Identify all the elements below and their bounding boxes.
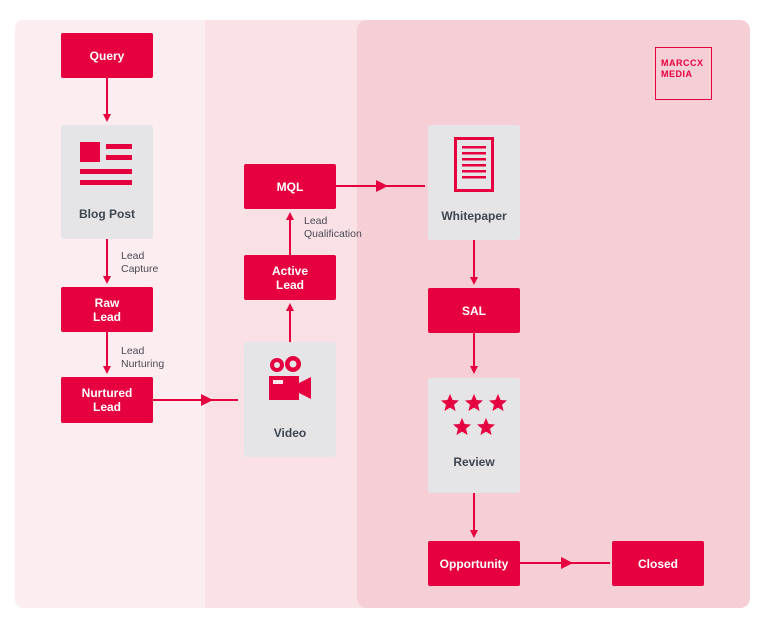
logo-line-2: MEDIA [661,69,693,79]
node-sal: SAL [428,288,520,333]
edge-label-lead-nurturing-line2: Nurturing [121,358,165,370]
node-video: Video [244,342,336,457]
node-active-lead-line1: Active [271,263,309,278]
node-active-lead-line2: Lead [275,277,304,292]
article-icon [80,142,132,185]
node-closed-label: Closed [637,556,678,571]
edge-label-lead-qualification-line1: Lead [304,215,328,227]
node-opportunity: Opportunity [428,541,520,586]
document-icon [454,137,494,192]
node-closed: Closed [612,541,704,586]
logo-line-1: MARCCX [661,58,704,68]
arrow-mql-to-whitepaper-head [376,180,388,192]
node-video-label: Video [273,426,307,440]
node-review-label: Review [453,455,495,469]
node-mql: MQL [244,164,336,209]
star-rating-icon [441,394,507,435]
edge-label-lead-capture-line1: Lead [121,250,145,262]
node-blog-post-label: Blog Post [79,207,135,221]
edge-label-lead-nurturing-line1: Lead [121,345,145,357]
node-whitepaper-label: Whitepaper [441,209,507,223]
edge-label-lead-capture-line2: Capture [121,263,159,275]
node-review: Review [428,378,520,493]
node-active-lead: Active Lead [244,255,336,300]
node-nurtured-lead: Nurtured Lead [61,377,153,423]
node-opportunity-label: Opportunity [439,556,509,571]
node-raw-lead-line2: Lead [92,309,121,324]
node-raw-lead-line1: Raw [94,295,120,310]
edge-label-lead-capture: Lead Capture [121,250,158,276]
node-blog-post: Blog Post [61,125,153,239]
node-raw-lead: Raw Lead [61,287,153,332]
node-nurtured-lead-line1: Nurtured [81,386,133,400]
node-sal-label: SAL [462,303,486,318]
node-nurtured-lead-line2: Lead [92,400,121,414]
stage-zone-decision [357,20,750,608]
edge-label-lead-qualification-line2: Qualification [304,228,362,240]
arrow-opportunity-to-closed-head [561,557,573,569]
edge-label-lead-qualification: Lead Qualification [304,215,362,241]
node-whitepaper: Whitepaper [428,125,520,240]
video-camera-icon [269,356,311,400]
node-mql-label: MQL [276,179,304,194]
node-query-label: Query [89,48,125,63]
marccx-media-logo: MARCCX MEDIA [655,47,712,100]
arrow-nurtured-to-video-head [201,394,213,406]
stage-zone-consideration [205,20,365,608]
node-query: Query [61,33,153,78]
edge-label-lead-nurturing: Lead Nurturing [121,345,164,371]
